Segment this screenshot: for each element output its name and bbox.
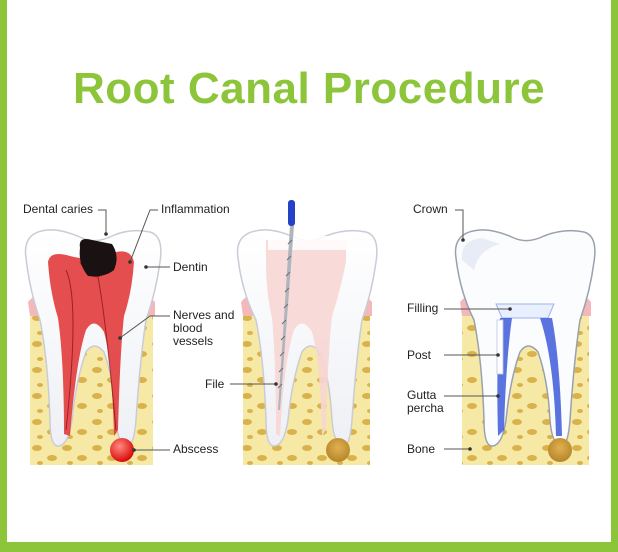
file-instrument — [277, 200, 295, 410]
leader-lines — [98, 209, 510, 451]
gutta-percha — [497, 318, 562, 436]
file-flutes — [277, 239, 293, 389]
label-dentin: Dentin — [173, 260, 208, 274]
filling — [495, 303, 555, 319]
abscess-bulb — [110, 438, 134, 462]
label-file: File — [205, 377, 225, 391]
label-dental-caries: Dental caries — [23, 202, 94, 216]
page-title: Root Canal Procedure — [72, 64, 546, 113]
crown-shine — [461, 238, 500, 270]
file-handle — [288, 200, 295, 226]
label-inflammation: Inflammation — [161, 202, 230, 216]
tooth-infected — [24, 229, 162, 465]
apex-bulb — [326, 438, 350, 462]
leader-dots — [104, 232, 512, 452]
label-filling: Filling — [407, 301, 439, 315]
label-abscess: Abscess — [173, 442, 219, 456]
label-crown: Crown — [413, 202, 448, 216]
label-post: Post — [407, 348, 432, 362]
label-nerves: Nerves and blood vessels — [173, 308, 235, 348]
post — [496, 319, 504, 375]
label-gutta-percha: Gutta percha — [407, 388, 444, 415]
label-bone: Bone — [407, 442, 436, 456]
apex-bulb — [548, 438, 572, 462]
decay-cavity — [79, 239, 117, 277]
tooth-file — [236, 200, 378, 465]
access-opening — [268, 236, 346, 250]
tooth-restored — [454, 229, 596, 465]
